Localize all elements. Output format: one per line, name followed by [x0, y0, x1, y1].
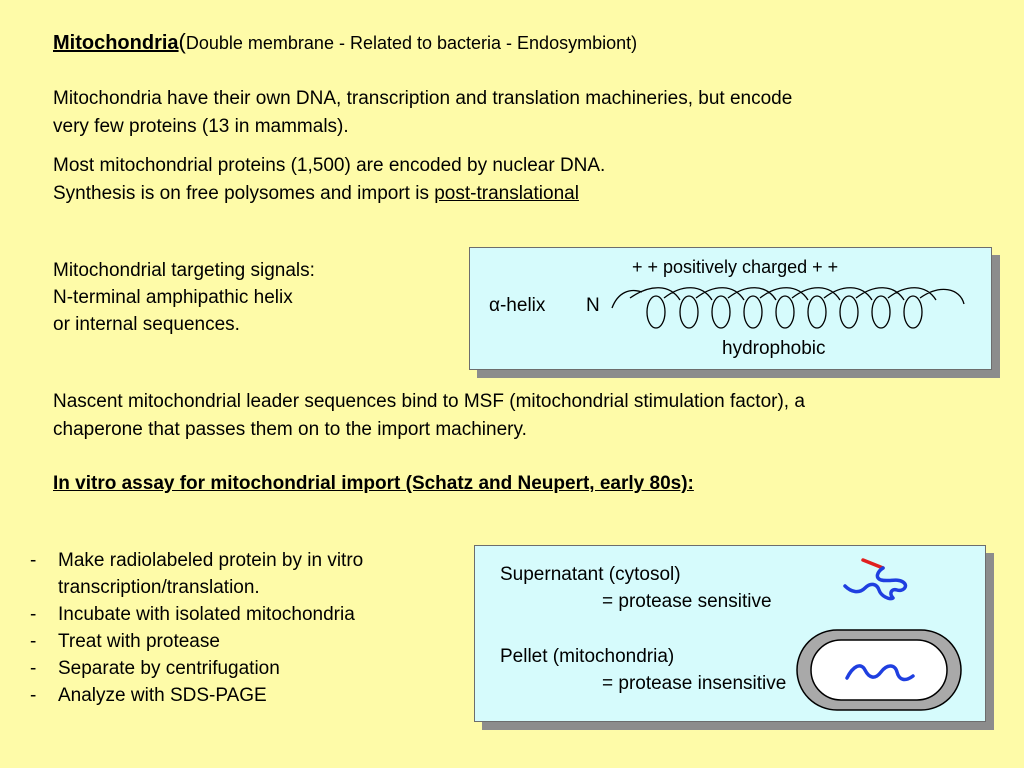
title-main: Mitochondria	[53, 32, 179, 54]
mitochondrion-icon	[796, 629, 962, 711]
step-2: -Incubate with isolated mitochondria	[30, 601, 355, 628]
para3-line2: chaperone that passes them on to the imp…	[53, 419, 527, 440]
step-5: -Analyze with SDS-PAGE	[30, 682, 267, 709]
hydrophobic-label: hydrophobic	[722, 338, 826, 359]
step-text: Treat with protease	[58, 631, 220, 652]
pellet-label: Pellet (mitochondria)	[500, 646, 675, 667]
step-text: Analyze with SDS-PAGE	[58, 685, 267, 706]
targeting-line1: Mitochondrial targeting signals:	[53, 260, 315, 281]
alpha-symbol: α	[489, 295, 500, 316]
helix-word: -helix	[499, 295, 546, 316]
para1-line2: very few proteins (13 in mammals).	[53, 116, 349, 137]
helix-top-label: + + positively charged + +	[632, 257, 839, 277]
para2-line2-prefix: Synthesis is on free polysomes and impor…	[53, 183, 435, 204]
targeting-line2: N-terminal amphipathic helix	[53, 287, 293, 308]
step-dash: -	[30, 685, 37, 706]
helix-diagram-box: + + positively charged + + α-helix N hyd…	[469, 247, 992, 370]
step-text: Separate by centrifugation	[58, 658, 280, 679]
step-dash: -	[30, 658, 37, 679]
step-text: Incubate with isolated mitochondria	[58, 604, 355, 625]
supernatant-result: = protease sensitive	[602, 591, 772, 612]
para1-line1: Mitochondria have their own DNA, transcr…	[53, 88, 793, 109]
step-dash: -	[30, 631, 37, 652]
step-dash: -	[30, 550, 37, 571]
para3-line1: Nascent mitochondrial leader sequences b…	[53, 391, 805, 412]
pellet-result: = protease insensitive	[602, 673, 787, 694]
targeting-line3: or internal sequences.	[53, 314, 240, 335]
step-4: -Separate by centrifugation	[30, 655, 280, 682]
para2-line2: Synthesis is on free polysomes and impor…	[53, 180, 579, 208]
n-terminus-label: N	[586, 295, 600, 316]
step-1-cont: transcription/translation.	[30, 574, 260, 601]
assay-heading: In vitro assay for mitochondrial import …	[53, 473, 694, 494]
title-paren: (	[178, 29, 186, 54]
step-dash: -	[30, 604, 37, 625]
step-3: -Treat with protease	[30, 628, 220, 655]
alpha-helix-label: α-helix	[489, 292, 545, 320]
post-translational-text: post-translational	[434, 183, 579, 204]
free-protein-icon	[843, 558, 908, 601]
title-subtitle: Double membrane - Related to bacteria - …	[185, 33, 638, 53]
step-text: transcription/translation.	[58, 577, 260, 598]
para2-line1: Most mitochondrial proteins (1,500) are …	[53, 155, 606, 176]
slide-title: Mitochondria(Double membrane - Related t…	[53, 28, 637, 58]
helix-coil-icon	[611, 287, 965, 329]
assay-result-box: Supernatant (cytosol) = protease sensiti…	[474, 545, 986, 722]
step-text: Make radiolabeled protein by in vitro	[58, 550, 364, 571]
step-1: -Make radiolabeled protein by in vitro	[30, 547, 363, 574]
supernatant-label: Supernatant (cytosol)	[500, 564, 681, 585]
